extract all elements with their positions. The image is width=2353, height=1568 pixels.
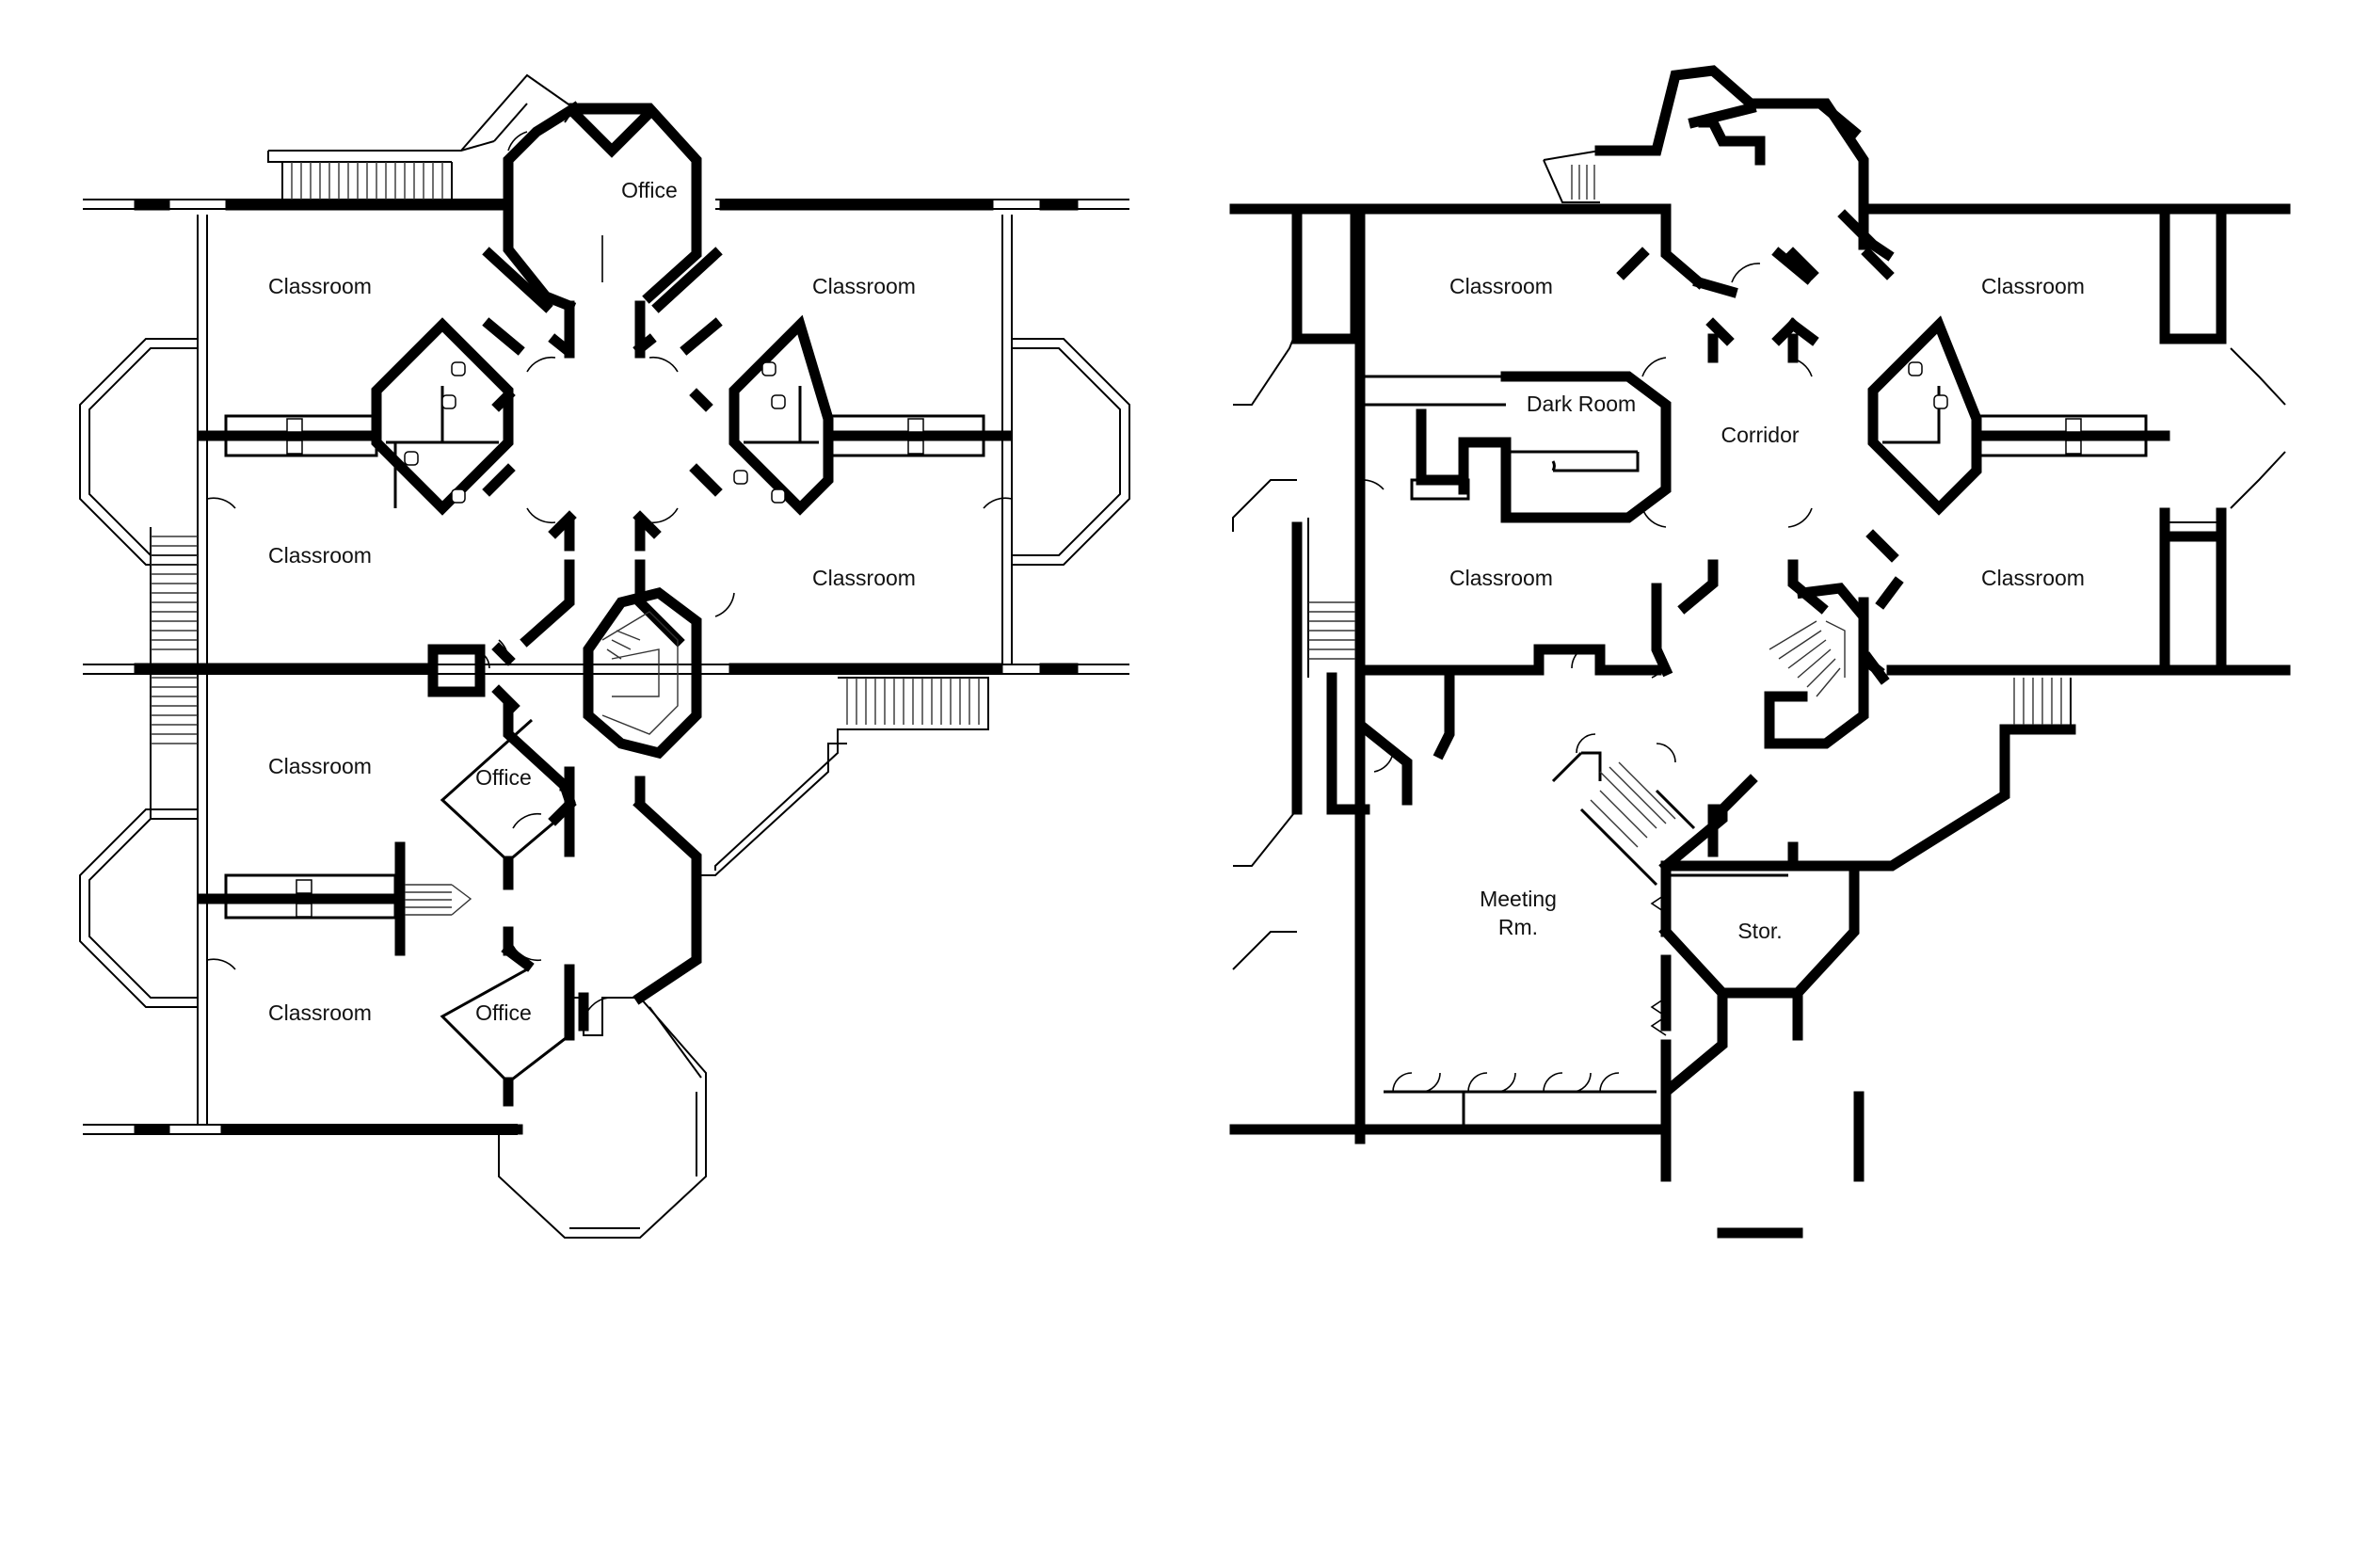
room-label-office-bottom: Office (475, 1000, 532, 1025)
left-floor-plan: Office Classroom Classroom Classroom Cla… (79, 73, 1130, 1239)
right-exterior-walls (1229, 65, 2291, 1239)
room-label-meeting: Meeting (1480, 887, 1557, 911)
room-label-classroom-se-right: Classroom (1981, 566, 2085, 590)
room-label-office-top: Office (621, 178, 678, 202)
room-label-classroom-sw-right: Classroom (1449, 566, 1553, 590)
room-label-classroom-nw: Classroom (268, 274, 372, 298)
room-label-office-mid: Office (475, 765, 532, 790)
room-label-storage: Stor. (1737, 919, 1782, 943)
left-exterior-outline (79, 73, 1130, 1239)
left-restrooms (371, 314, 834, 516)
room-label-classroom-w: Classroom (268, 543, 372, 568)
room-label-meeting-rm: Rm. (1498, 915, 1538, 939)
room-label-classroom-e: Classroom (812, 566, 916, 590)
room-label-classroom-ne-right: Classroom (1981, 274, 2085, 298)
room-label-corridor: Corridor (1721, 423, 1799, 447)
left-central-walls (427, 101, 723, 1107)
room-label-classroom-nw-right: Classroom (1449, 274, 1553, 298)
room-label-classroom-ne: Classroom (812, 274, 916, 298)
left-counters (197, 414, 1013, 956)
room-label-classroom-sw: Classroom (268, 754, 372, 778)
left-doors (206, 131, 1013, 1027)
right-floor-plan: Classroom Classroom Dark Room Corridor C… (1229, 65, 2291, 1239)
room-label-dark-room: Dark Room (1527, 392, 1636, 416)
room-label-classroom-s: Classroom (268, 1000, 372, 1025)
